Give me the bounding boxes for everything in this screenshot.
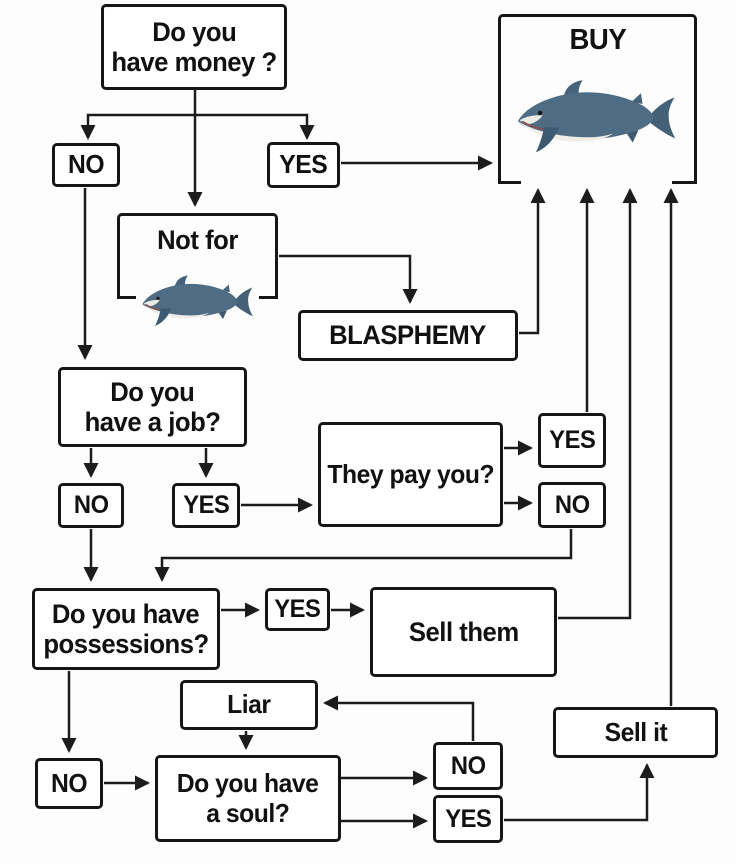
node-have-money-line1: Do you xyxy=(151,16,237,47)
not-for-box-bottom-stub-left xyxy=(117,296,136,299)
node-they-pay-you-label: They pay you? xyxy=(327,458,494,489)
node-not-for-label: Not for xyxy=(157,225,238,255)
node-job-yes: YES xyxy=(172,483,240,528)
node-blasphemy: BLASPHEMY xyxy=(298,310,518,361)
node-have-soul-line1: Do you have xyxy=(177,768,319,799)
node-money-yes-label: YES xyxy=(279,149,328,180)
edge-notfor-to-blasphemy xyxy=(279,254,418,304)
node-sell-it: Sell it xyxy=(553,707,718,758)
edge-money-to-yes xyxy=(194,113,315,140)
node-soul-no-label: NO xyxy=(450,751,486,780)
node-money-no-label: NO xyxy=(67,149,105,180)
node-they-pay-you: They pay you? xyxy=(318,422,503,527)
edge-soulno-to-liar xyxy=(323,695,475,741)
node-have-job: Do you have a job? xyxy=(58,367,247,447)
node-buy-label: BUY xyxy=(569,24,626,56)
node-blasphemy-label: BLASPHEMY xyxy=(329,320,487,351)
node-job-no: NO xyxy=(58,483,124,528)
node-liar-label: Liar xyxy=(227,689,271,720)
node-have-money-line2: have money ? xyxy=(111,47,277,77)
shark-plush-icon-small xyxy=(139,275,254,331)
node-job-yes-label: YES xyxy=(182,491,230,520)
edge-money-to-no xyxy=(80,113,196,140)
node-sell-them: Sell them xyxy=(370,587,557,677)
not-for-box-bottom-stub-right xyxy=(259,296,278,299)
node-have-possessions-line2: possessions? xyxy=(43,629,209,659)
node-pay-no: NO xyxy=(538,482,606,528)
edge-sellthem-to-buy xyxy=(558,188,638,620)
edge-soulyes-to-sellit xyxy=(504,763,655,822)
shark-plush-icon xyxy=(513,80,677,159)
node-money-no: NO xyxy=(52,143,120,187)
node-possessions-yes-label: YES xyxy=(274,595,321,624)
edge-blasphemy-to-buy xyxy=(519,188,546,335)
node-liar: Liar xyxy=(180,680,318,730)
node-have-soul: Do you have a soul? xyxy=(155,755,341,842)
node-buy: BUY xyxy=(498,14,697,184)
node-have-job-line2: have a job? xyxy=(84,407,221,437)
node-have-soul-line2: a soul? xyxy=(206,797,290,828)
node-possessions-yes: YES xyxy=(265,588,330,631)
node-pay-yes-label: YES xyxy=(548,426,596,455)
node-pay-no-label: NO xyxy=(554,490,590,519)
node-job-no-label: NO xyxy=(73,491,109,520)
node-have-money: Do you have money ? xyxy=(101,4,287,90)
node-soul-no: NO xyxy=(433,742,503,790)
node-pay-yes: YES xyxy=(538,413,606,468)
node-money-yes: YES xyxy=(267,142,340,188)
node-soul-yes: YES xyxy=(433,795,503,843)
node-have-possessions: Do you have possessions? xyxy=(32,588,220,670)
node-have-job-line1: Do you xyxy=(110,376,195,407)
edge-payno-to-possessions xyxy=(154,529,573,582)
node-soul-yes-label: YES xyxy=(444,804,492,833)
node-have-possessions-line1: Do you have xyxy=(52,598,200,629)
buy-box-bottom-stub-left xyxy=(498,181,521,184)
node-possessions-no: NO xyxy=(35,758,103,809)
node-sell-them-label: Sell them xyxy=(408,616,519,647)
buy-box-bottom-stub-right xyxy=(672,181,697,184)
node-not-for: Not for xyxy=(117,213,278,299)
node-sell-it-label: Sell it xyxy=(604,716,667,747)
node-possessions-no-label: NO xyxy=(50,767,88,798)
